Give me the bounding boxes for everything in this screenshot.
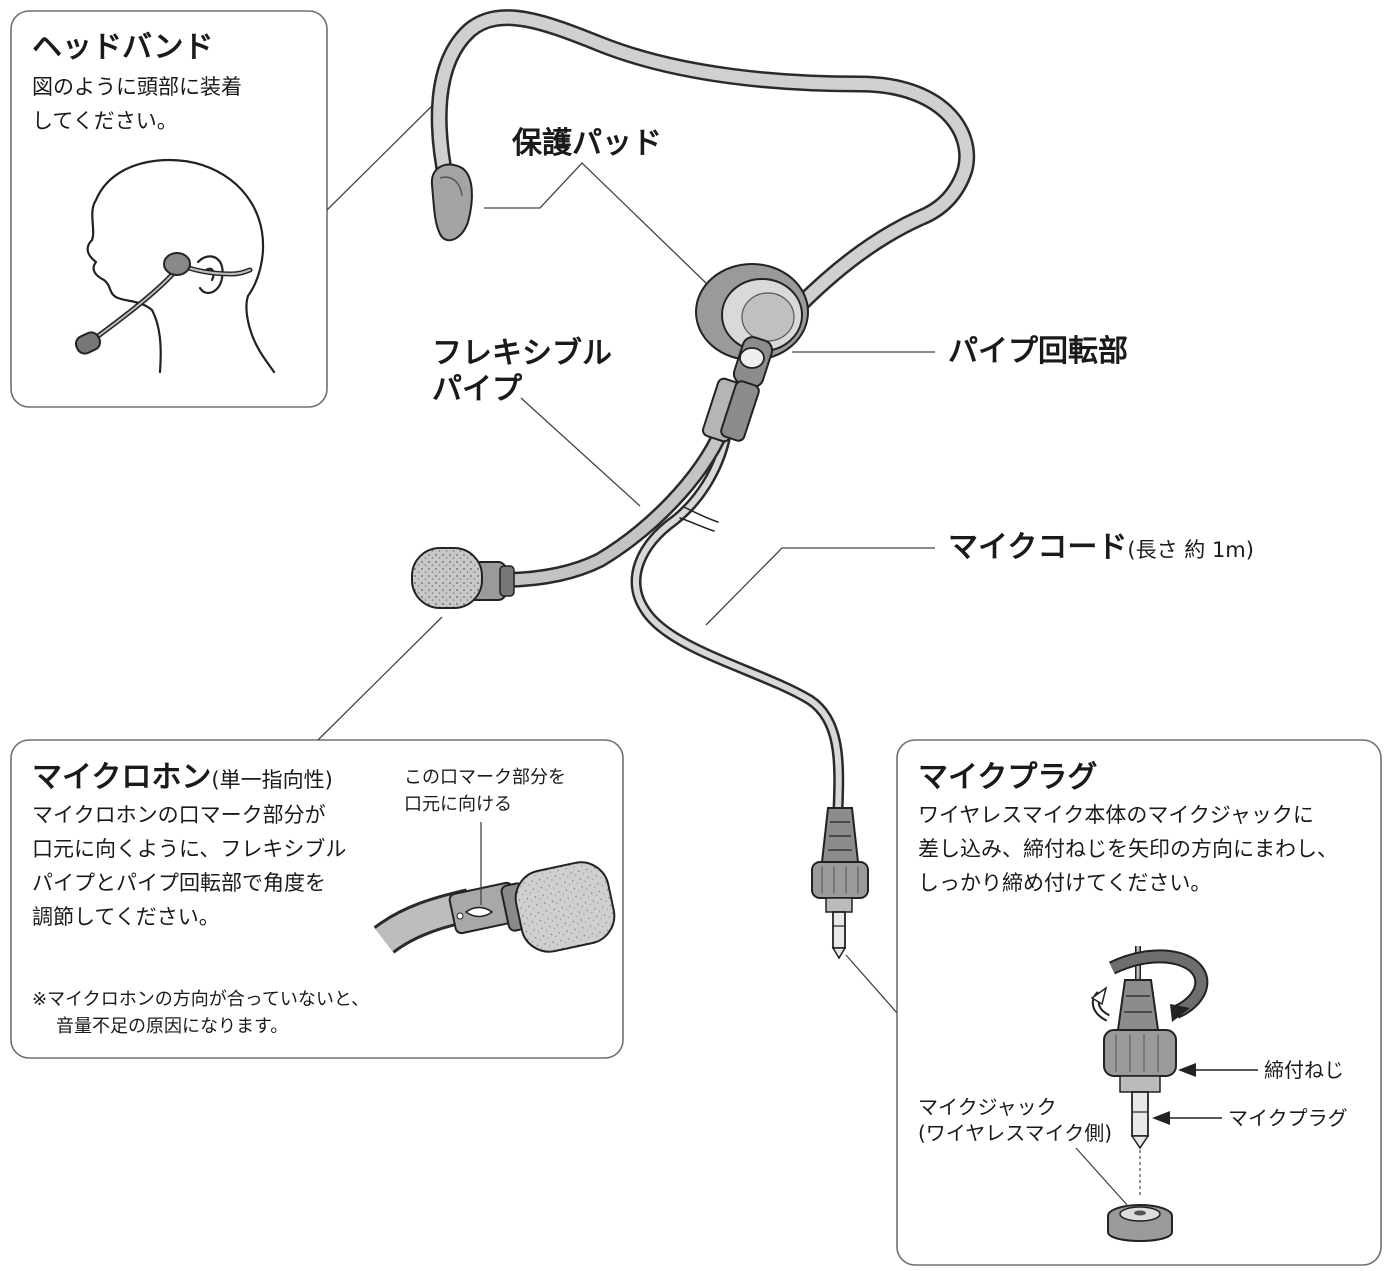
headband-wire <box>430 9 976 314</box>
label-flex-pipe: フレキシブル パイプ <box>432 336 612 408</box>
mic-cord <box>630 434 845 816</box>
mic-body-line: 口元に向くように、フレキシブル <box>32 837 347 861</box>
mic-body-line: パイプとパイプ回転部で角度を <box>32 871 326 895</box>
headband-callout: ヘッドバンド 図のように頭部に装着 してください。 <box>32 30 242 138</box>
label-flex-pipe-line: パイプ <box>432 372 522 407</box>
mic-footnote: ※マイクロホンの方向が合っていないと、 音量不足の原因になります。 <box>32 986 369 1040</box>
mic-mark-note: この口マーク部分を 口元に向ける <box>404 764 566 818</box>
label-pivot: パイプ回転部 <box>948 334 1128 369</box>
headband-title: ヘッドバンド <box>32 30 214 65</box>
head-ear-pad <box>163 252 191 276</box>
plug-assembly <box>1075 946 1258 1242</box>
plug-title: マイクプラグ <box>918 760 1098 795</box>
mic-mark-note-line: この口マーク部分を <box>404 767 566 788</box>
label-cord: マイクコード(長さ 約 1m) <box>948 530 1254 566</box>
plug-body-line: しっかり締め付けてください。 <box>918 871 1212 895</box>
head-mic <box>74 331 102 355</box>
label-cord-note: (長さ 約 1m) <box>1127 538 1254 562</box>
label-cord-text: マイクコード <box>948 530 1128 565</box>
headband-box-frame <box>10 10 328 408</box>
small-pad <box>430 163 473 242</box>
plug-jack-label: マイクジャック (ワイヤレスマイク側) <box>918 1094 1112 1146</box>
plug-plug-label: マイクプラグ <box>1228 1106 1348 1130</box>
label-pad: 保護パッド <box>512 126 662 161</box>
head-illustration <box>86 158 276 374</box>
main-mic <box>411 547 515 609</box>
plug-body-line: 差し込み、締付ねじを矢印の方向にまわし、 <box>918 837 1338 861</box>
flex-pipe <box>492 422 730 588</box>
mic-box-frame <box>10 739 624 1059</box>
mic-title-note: (単一指向性) <box>211 768 333 792</box>
mic-footnote-line: 音量不足の原因になります。 <box>56 1016 289 1037</box>
mic-body-line: 調節してください。 <box>32 905 220 929</box>
headband-body-line: してください。 <box>32 109 178 133</box>
mic-callout: マイクロホン(単一指向性) マイクロホンの口マーク部分が 口元に向くように、フレ… <box>32 760 346 934</box>
plug-jack-label-line: マイクジャック <box>918 1095 1057 1119</box>
leader-lines <box>317 97 935 1014</box>
plug-screw-label: 締付ねじ <box>1264 1058 1344 1082</box>
plug-callout: マイクプラグ ワイヤレスマイク本体のマイクジャックに 差し込み、締付ねじを矢印の… <box>918 760 1338 900</box>
main-plug <box>811 807 869 960</box>
label-flex-pipe-line: フレキシブル <box>432 336 612 371</box>
headband-body-line: 図のように頭部に装着 <box>32 75 242 99</box>
plug-body-line: ワイヤレスマイク本体のマイクジャックに <box>918 803 1314 827</box>
mic-title: マイクロホン <box>32 760 212 795</box>
mic-detail <box>373 822 616 954</box>
mic-footnote-line: ※マイクロホンの方向が合っていないと、 <box>32 989 370 1010</box>
plug-jack-label-line: (ワイヤレスマイク側) <box>918 1121 1113 1145</box>
pipe-pivot <box>695 263 809 443</box>
mic-body-line: マイクロホンの口マーク部分が <box>32 803 326 827</box>
mic-mark-note-line: 口元に向ける <box>404 794 512 815</box>
